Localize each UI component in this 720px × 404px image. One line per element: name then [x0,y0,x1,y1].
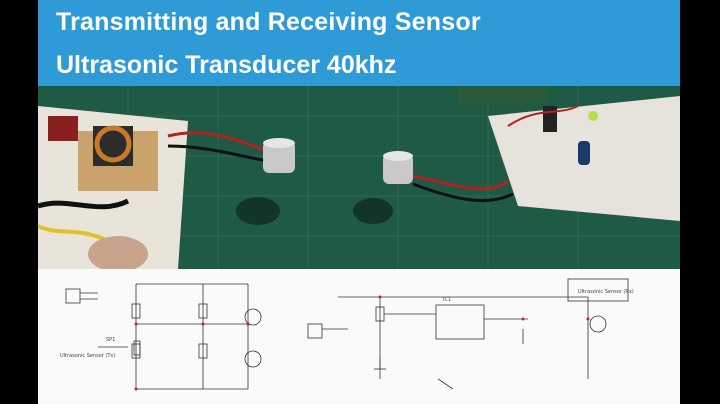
title-banner: Transmitting and Receiving Sensor Ultras… [38,0,680,86]
tx-transducer-label: Ultrasonic Sensor (Tx) [60,353,115,359]
banner-title: Transmitting and Receiving Sensor [56,8,481,36]
photo-illustration [38,86,680,269]
transducer-rx [353,151,413,224]
right-breadboard [458,86,680,221]
part-label-ic1: IC1 [443,297,451,303]
circuit-photo [38,86,680,269]
left-breadboard [38,106,188,269]
schematic-receiver: IC1 Ultrasonic Sensor (Rx) [288,269,680,404]
transmitter-circuit-diagram: SP1 Ultrasonic Sensor (Tx) [60,283,262,391]
transducer-tx [236,138,295,225]
schematic-transmitter: SP1 Ultrasonic Sensor (Tx) [38,269,288,404]
receiver-circuit-diagram: IC1 Ultrasonic Sensor (Rx) [307,278,634,390]
part-label-sp1: SP1 [106,337,115,343]
rx-transducer-label: Ultrasonic Sensor (Rx) [578,289,634,295]
banner-subtitle: Ultrasonic Transducer 40khz [56,51,397,79]
